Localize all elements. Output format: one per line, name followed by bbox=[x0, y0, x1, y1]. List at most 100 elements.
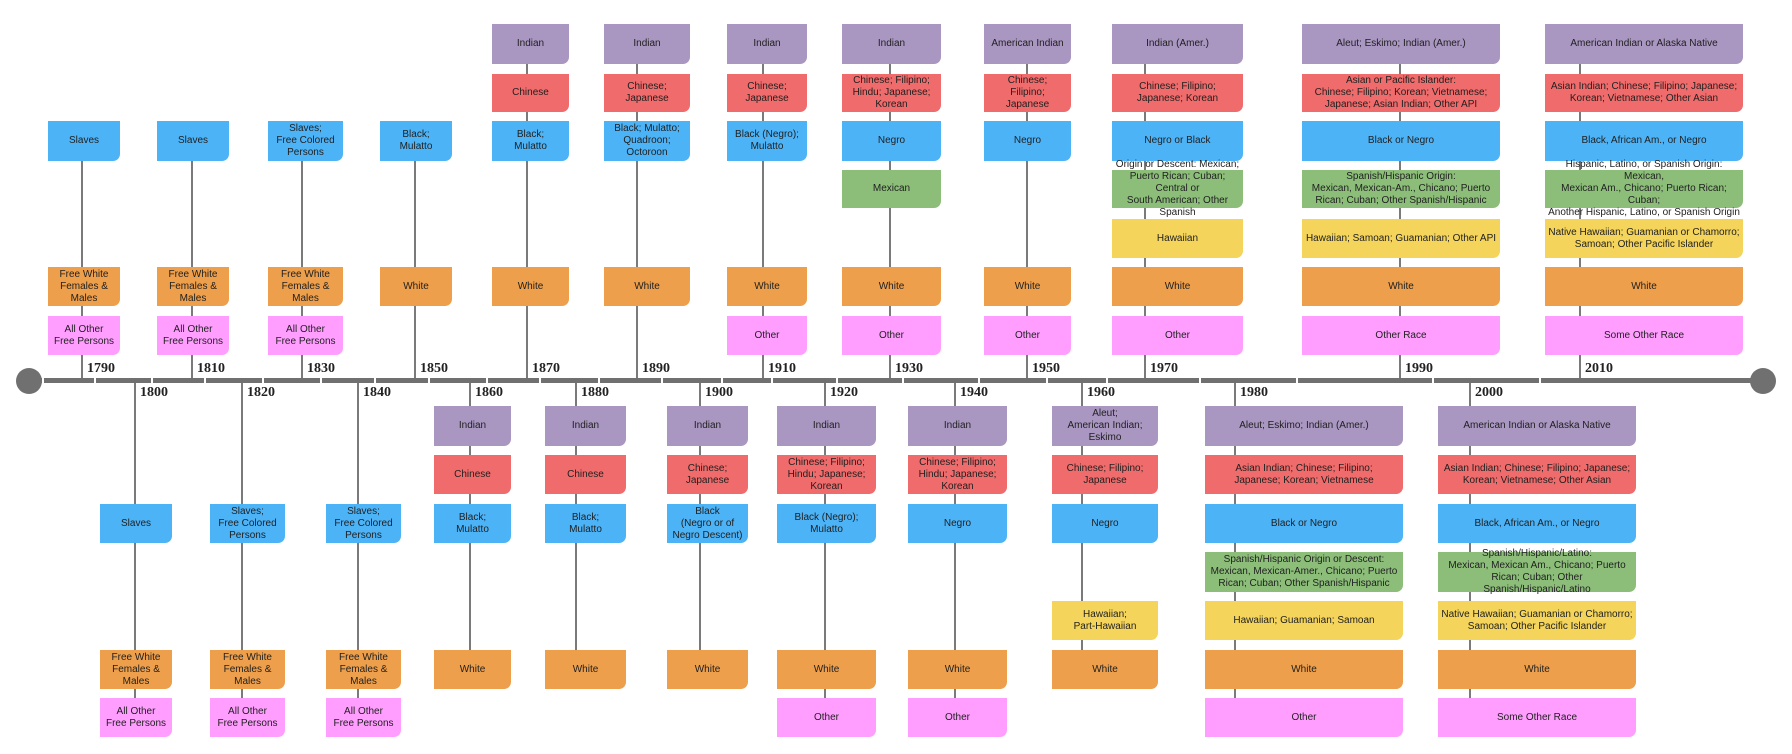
timeline-end-cap bbox=[1750, 368, 1776, 394]
category-label: Hawaiian; Samoan; Guamanian; Other API bbox=[1305, 232, 1497, 244]
category-label: Other bbox=[813, 711, 839, 723]
year-label-1940: 1940 bbox=[960, 385, 988, 400]
category-label: Chinese; Filipino; Hindu; Japanese; Kore… bbox=[852, 75, 931, 110]
category-box-1930-other: Other bbox=[842, 316, 941, 355]
category-box-1900-black: Black (Negro or of Negro Descent) bbox=[667, 504, 748, 543]
category-box-1870-asian: Chinese bbox=[492, 74, 569, 112]
category-label: Indian bbox=[633, 38, 661, 49]
category-label: White bbox=[1524, 663, 1550, 675]
category-box-2010-indian: American Indian or Alaska Native bbox=[1545, 24, 1743, 64]
category-label: Indian bbox=[943, 420, 972, 431]
category-label: All Other Free Persons bbox=[333, 705, 394, 729]
category-label: White bbox=[634, 280, 660, 292]
census-stem-1940 bbox=[954, 383, 956, 727]
year-label-2000: 2000 bbox=[1475, 385, 1503, 400]
category-box-2000-indian: American Indian or Alaska Native bbox=[1438, 406, 1636, 446]
category-box-1980-other: Other bbox=[1205, 698, 1403, 737]
category-box-1880-indian: Indian bbox=[545, 406, 626, 446]
category-label: Chinese; Filipino; Japanese bbox=[1005, 75, 1050, 110]
year-label-1800: 1800 bbox=[140, 385, 168, 400]
category-label: Indian bbox=[693, 420, 722, 431]
category-box-1790-white: Free White Females & Males bbox=[48, 267, 120, 306]
category-label: Some Other Race bbox=[1603, 329, 1685, 341]
category-box-1990-hispanic: Spanish/Hispanic Origin: Mexican, Mexica… bbox=[1302, 170, 1500, 208]
category-box-1890-black: Black; Mulatto; Quadroon; Octoroon bbox=[604, 121, 690, 161]
category-label: White bbox=[944, 663, 971, 675]
category-label: White bbox=[1291, 663, 1317, 675]
axis-tick-1800 bbox=[94, 376, 96, 385]
category-label: Origin or Descent: Mexican; Puerto Rican… bbox=[1115, 159, 1240, 218]
category-box-1970-pacific: Hawaiian bbox=[1112, 219, 1243, 258]
category-label: Black or Negro bbox=[1367, 135, 1435, 146]
axis-tick-1940 bbox=[902, 376, 904, 385]
category-box-2010-asian: Asian Indian; Chinese; Filipino; Japanes… bbox=[1545, 74, 1743, 112]
category-box-2010-black: Black, African Am., or Negro bbox=[1545, 121, 1743, 161]
category-label: White bbox=[403, 280, 429, 292]
category-label: Slaves; Free Colored Persons bbox=[276, 123, 335, 158]
timeline-start-cap bbox=[16, 368, 42, 394]
category-box-1990-asian: Asian or Pacific Islander: Chinese; Fili… bbox=[1302, 74, 1500, 112]
category-box-1870-indian: Indian bbox=[492, 24, 569, 64]
category-label: Chinese; Filipino; Japanese; Korean bbox=[1136, 81, 1219, 104]
category-label: Indian (Amer.) bbox=[1146, 38, 1209, 49]
category-box-1850-black: Black; Mulatto bbox=[380, 121, 452, 161]
category-label: Hispanic, Latino, or Spanish Origin: Mex… bbox=[1548, 159, 1740, 218]
category-box-1970-asian: Chinese; Filipino; Japanese; Korean bbox=[1112, 74, 1243, 112]
census-stem-1910 bbox=[762, 34, 764, 378]
category-box-1980-pacific: Hawaiian; Guamanian; Samoan bbox=[1205, 601, 1403, 640]
category-label: Black; Mulatto bbox=[514, 129, 547, 152]
category-label: American Indian or Alaska Native bbox=[1463, 420, 1611, 431]
category-label: American Indian bbox=[991, 38, 1064, 49]
category-label: Indian bbox=[812, 420, 841, 431]
category-box-1800-other: All Other Free Persons bbox=[100, 698, 172, 737]
category-box-1970-other: Other bbox=[1112, 316, 1243, 355]
category-label: White bbox=[1388, 280, 1414, 292]
axis-tick-2000 bbox=[1432, 376, 1434, 385]
category-box-1840-black: Slaves; Free Colored Persons bbox=[326, 504, 401, 543]
category-box-1940-white: White bbox=[908, 650, 1007, 689]
category-label: Hawaiian; Part-Hawaiian bbox=[1073, 608, 1137, 632]
category-box-2010-hispanic: Hispanic, Latino, or Spanish Origin: Mex… bbox=[1545, 159, 1743, 218]
category-box-1820-white: Free White Females & Males bbox=[210, 650, 285, 689]
category-box-1910-black: Black (Negro); Mulatto bbox=[727, 121, 807, 161]
category-label: Free White Females & Males bbox=[168, 268, 218, 304]
category-box-2000-hispanic: Spanish/Hispanic/Latino: Mexican, Mexica… bbox=[1438, 548, 1636, 595]
category-label: Chinese; Filipino; Japanese bbox=[1066, 462, 1144, 486]
category-box-1930-white: White bbox=[842, 267, 941, 306]
category-label: All Other Free Persons bbox=[217, 705, 278, 729]
category-label: Black; Mulatto bbox=[569, 511, 602, 535]
category-label: Free White Females & Males bbox=[223, 651, 272, 687]
axis-tick-1870 bbox=[486, 376, 488, 385]
axis-tick-1790 bbox=[42, 376, 44, 385]
category-box-1990-indian: Aleut; Eskimo; Indian (Amer.) bbox=[1302, 24, 1500, 64]
category-box-2000-black: Black, African Am., or Negro bbox=[1438, 504, 1636, 543]
category-label: Black (Negro); Mulatto bbox=[735, 129, 799, 152]
axis-tick-2010 bbox=[1539, 376, 1541, 385]
category-label: White bbox=[754, 280, 780, 292]
category-label: Slaves bbox=[177, 135, 208, 146]
year-label-2010: 2010 bbox=[1585, 361, 1613, 376]
category-label: Mexican bbox=[872, 183, 911, 194]
axis-tick-1960 bbox=[1046, 376, 1048, 385]
category-box-1880-asian: Chinese bbox=[545, 455, 626, 494]
category-label: Other Race bbox=[1375, 329, 1427, 341]
category-box-1990-black: Black or Negro bbox=[1302, 121, 1500, 161]
category-box-1840-white: Free White Females & Males bbox=[326, 650, 401, 689]
category-label: Asian Indian; Chinese; Filipino; Japanes… bbox=[1550, 81, 1738, 104]
category-label: Hawaiian bbox=[1156, 232, 1199, 244]
category-label: Indian bbox=[458, 420, 487, 431]
category-label: Chinese; Filipino; Hindu; Japanese; Kore… bbox=[787, 456, 866, 492]
year-label-1870: 1870 bbox=[532, 361, 560, 376]
year-label-1820: 1820 bbox=[247, 385, 275, 400]
category-box-1930-black: Negro bbox=[842, 121, 941, 161]
category-label: Free White Females & Males bbox=[59, 268, 109, 304]
category-box-1950-indian: American Indian bbox=[984, 24, 1071, 64]
category-label: Indian bbox=[571, 420, 600, 431]
category-label: Indian bbox=[877, 38, 906, 49]
category-box-1920-white: White bbox=[777, 650, 876, 689]
category-label: Negro or Black bbox=[1144, 135, 1211, 146]
category-box-1950-black: Negro bbox=[984, 121, 1071, 161]
axis-tick-1880 bbox=[539, 376, 541, 385]
category-label: Other bbox=[944, 711, 970, 723]
category-box-1910-other: Other bbox=[727, 316, 807, 355]
